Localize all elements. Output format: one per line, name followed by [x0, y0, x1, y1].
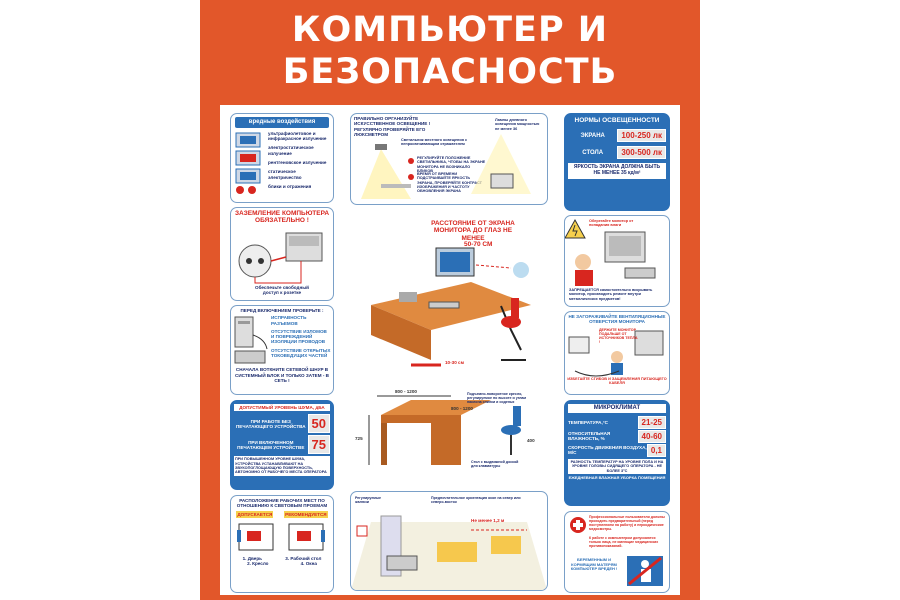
- legend-window: 4. Окна: [300, 561, 317, 567]
- room-layout-panel: РАСПОЛОЖЕНИЕ РАБОЧИХ МЕСТ ПО ОТНОШЕНИЮ К…: [230, 495, 334, 593]
- distance-value: 50-70 СМ: [464, 241, 493, 248]
- moisture-note: Оберегайте монитор от попадания влаги: [589, 219, 634, 228]
- medical-panel: Профессиональные пользователи должны про…: [564, 511, 670, 593]
- dim-width: 800 - 1200: [395, 389, 417, 394]
- screen-label: ЭКРАНА: [580, 132, 605, 139]
- allowed-label: ДОПУСКАЕТСЯ: [236, 510, 274, 518]
- noise-row2-label: ПРИ ВКЛЮЧЕННОМ ПЕЧАТАЮЩЕМ УСТРОЙСТВЕ: [237, 439, 305, 450]
- grounding-header: ЗАЗЕМЛЕНИЕ КОМПЬЮТЕРА ОБЯЗАТЕЛЬНО !: [234, 210, 330, 225]
- noise-footer: ПРИ ПОВЫШЕННОМ УРОВНЕ ШУМА, УСТРОЙСТВА У…: [234, 456, 330, 476]
- legend-chair: 2. Кресло: [247, 561, 269, 567]
- microclimate-cleaning: ЕЖЕДНЕВНАЯ ВЛАЖНАЯ УБОРКА ПОМЕЩЕНИЯ: [568, 474, 666, 480]
- check-item: ОТСУТСТВИЕ ИЗЛОМОВ И ПОВРЕЖДЕНИЙ ИЗОЛЯЦИ…: [271, 328, 327, 345]
- dim-depth: 800 - 1200: [451, 406, 473, 411]
- medical-admission-note: К работе с компьютером допускаются тольк…: [589, 536, 659, 549]
- workplace-illustration: [368, 247, 531, 465]
- office-illustration: [351, 515, 547, 590]
- dim-chair: 400: [527, 438, 535, 443]
- noise-panel: ДОПУСТИМЫЙ УРОВЕНЬ ШУМА, дБА ПРИ РАБОТЕ …: [230, 400, 334, 490]
- lighting-note-top: Лампы дневного освещения мощностью не ме…: [495, 118, 540, 131]
- check-before-header: ПЕРЕД ВКЛЮЧЕНИЕМ ПРОВЕРЬТЕ :: [240, 308, 324, 313]
- monitor-safety-panel: Оберегайте монитор от попадания влаги ЗА…: [564, 215, 670, 307]
- harmful-item: блики и отражения: [268, 183, 312, 189]
- dim-height: 725: [355, 436, 363, 441]
- system-unit-icon: [234, 316, 268, 364]
- ventilation-illustration: [568, 330, 664, 377]
- temperature-value: 21-25: [637, 415, 666, 429]
- noise-row1-label: ПРИ РАБОТЕ БЕЗ ПЕЧАТАЮЩЕГО УСТРОЙСТВА: [235, 418, 306, 429]
- check-before-panel: ПЕРЕД ВКЛЮЧЕНИЕМ ПРОВЕРЬТЕ : ИСПРАВНОСТЬ…: [230, 305, 334, 395]
- poster-board: вредные воздействия ультрафиолетовое и и…: [220, 105, 680, 595]
- medical-exam-note: Профессиональные пользователи должны про…: [589, 515, 665, 532]
- office-label-windows: Предпочтительное ориентация окон на севе…: [431, 496, 521, 505]
- harmful-item: ультрафиолетовое и инфракрасное излучени…: [268, 130, 327, 142]
- microclimate-footer: РАЗНОСТЬ ТЕМПЕРАТУР НА УРОВНЕ ПОЛА И НА …: [568, 458, 666, 474]
- recommended-label: РЕКОМЕНДУЕТСЯ: [284, 510, 328, 518]
- brightness-note: ЯРКОСТЬ ЭКРАНА ДОЛЖНА БЫТЬ НЕ МЕНЕЕ 35 к…: [568, 163, 666, 179]
- illumination-panel: НОРМЫ ОСВЕЩЕННОСТИ ЭКРАНА 100-250 лк СТО…: [564, 113, 670, 211]
- room-layout-header: РАСПОЛОЖЕНИЕ РАБОЧИХ МЕСТ ПО ОТНОШЕНИЮ К…: [236, 498, 328, 509]
- ventilation-panel: НЕ ЗАГОРАЖИВАЙТЕ ВЕНТИЛЯЦИОННЫЕ ОТВЕРСТИ…: [564, 311, 670, 395]
- socket-plug-illustration: [238, 232, 323, 284]
- repair-warning: ЗАПРЕЩАЕТСЯ самостоятельно вскрывать мон…: [569, 288, 653, 301]
- no-pregnant-icon: [627, 556, 663, 586]
- legend-door: 1. Дверь: [242, 555, 262, 561]
- check-before-footer: СНАЧАЛА ВОТКНИТЕ СЕТЕВОЙ ШНУР В СИСТЕМНЫ…: [235, 367, 329, 383]
- humidity-value: 40-60: [637, 429, 666, 443]
- office-panel: Регулируемые жалюзи Предпочтительное ори…: [350, 491, 548, 591]
- pregnant-warning: БЕРЕМЕННЫМ И КОРМЯЩИМ МАТЕРЯМ КОМПЬЮТЕР …: [570, 557, 618, 572]
- lighting-line1: ПРАВИЛЬНО ОРГАНИЗУЙТЕ ИСКУССТВЕННОЕ ОСВЕ…: [354, 116, 431, 127]
- lighting-line2: РЕГУЛЯРНО ПРОВЕРЯЙТЕ ЕГО ЛЮКСМЕТРОМ: [354, 126, 426, 137]
- humidity-label: ОТНОСИТЕЛЬНАЯ ВЛАЖНОСТЬ, %: [568, 431, 611, 442]
- air-speed-value: 0,1: [646, 443, 666, 457]
- office-label-blinds: Регулируемые жалюзи: [355, 496, 382, 505]
- lighting-panel: ПРАВИЛЬНО ОРГАНИЗУЙТЕ ИСКУССТВЕННОЕ ОСВЕ…: [350, 113, 548, 205]
- lighting-tip1: Светильник местного освещения с непросве…: [401, 138, 468, 147]
- desk-label: СТОЛА: [582, 149, 604, 156]
- lighting-illustration: [361, 134, 531, 199]
- noise-row1-value: 50: [307, 414, 330, 434]
- monitor-stack-icon: [235, 132, 261, 194]
- poster: КОМПЬЮТЕР И БЕЗОПАСНОСТЬ вредные воздейс…: [200, 0, 700, 600]
- harmful-item: электростатическое излучение: [268, 145, 314, 156]
- ventilation-header: НЕ ЗАГОРАЖИВАЙТЕ ВЕНТИЛЯЦИОННЫЕ ОТВЕРСТИ…: [568, 314, 666, 325]
- grounding-caption: Обеспечьте свободный доступ к розетке: [255, 284, 309, 296]
- room-layout-diagram: [237, 523, 325, 551]
- screen-value: 100-250 лк: [617, 129, 666, 142]
- cable-note: ИЗБЕГАЙТЕ СГИБОВ И ЗАЩЕМЛЕНИЯ ПИТАЮЩЕГО …: [567, 376, 667, 385]
- ventilation-note: ДЕРЖИТЕ МОНИТОР ПОДАЛЬШЕ ОТ ИСТОЧНИКОВ Т…: [599, 328, 638, 345]
- illumination-header: НОРМЫ ОСВЕЩЕННОСТИ: [574, 117, 660, 124]
- air-speed-label: СКОРОСТЬ ДВИЖЕНИЯ ВОЗДУХА, М/С: [568, 445, 647, 456]
- harmful-item: статическое электричество: [268, 169, 302, 180]
- check-item: ОТСУТСТВИЕ ОТКРЫТЫХ ТОКОВЕДУЩИХ ЧАСТЕЙ: [271, 347, 331, 358]
- workplace-panel: РАССТОЯНИЕ ОТ ЭКРАНА МОНИТОРА ДО ГЛАЗ НЕ…: [350, 209, 548, 487]
- chair-note: Подъемно-поворотное кресло, регулируемое…: [467, 392, 527, 405]
- harmful-item: рентгеновское излучение: [268, 160, 327, 166]
- microclimate-header: МИКРОКЛИМАТ: [568, 404, 666, 413]
- harmful-effects-header: вредные воздействия: [235, 117, 329, 128]
- check-item: ИСПРАВНОСТЬ РАЗЪЕМОВ: [271, 315, 307, 326]
- legend-desk: 3. Рабочий стол: [285, 555, 322, 561]
- medical-cross-icon: [570, 517, 586, 533]
- temperature-label: ТЕМПЕРАТУРА,°С: [568, 419, 608, 425]
- microclimate-panel: МИКРОКЛИМАТ ТЕМПЕРАТУРА,°С 21-25 ОТНОСИТ…: [564, 400, 670, 506]
- noise-header: ДОПУСТИМЫЙ УРОВЕНЬ ШУМА, дБА: [234, 404, 330, 412]
- distance-title: РАССТОЯНИЕ ОТ ЭКРАНА МОНИТОРА ДО ГЛАЗ НЕ…: [431, 220, 515, 242]
- lighting-tip2: РЕГУЛИРУЙТЕ ПОЛОЖЕНИЕ СВЕТИЛЬНИКА, ЧТОБЫ…: [417, 156, 486, 174]
- poster-title-line2: БЕЗОПАСНОСТЬ: [282, 52, 618, 92]
- monitor-safety-illustration: [565, 218, 656, 286]
- desk-value: 300-500 лк: [617, 146, 666, 159]
- poster-title-line1: КОМПЬЮТЕР И: [291, 10, 609, 50]
- noise-row2-value: 75: [307, 435, 330, 455]
- table-note: Стол с выдвижной доской для клавиатуры: [471, 460, 519, 469]
- harmful-effects-panel: вредные воздействия ультрафиолетовое и и…: [230, 113, 334, 203]
- grounding-panel: ЗАЗЕМЛЕНИЕ КОМПЬЮТЕРА ОБЯЗАТЕЛЬНО ! Обес…: [230, 207, 334, 301]
- lighting-tip3: ВРЕМЯ ОТ ВРЕМЕНИ ПОДСТРАИВАЙТЕ ЯРКОСТЬ Э…: [417, 172, 482, 194]
- knee-gap-label: 10-30 см: [445, 360, 464, 365]
- office-distance: Не менее 1,2 м: [471, 518, 505, 523]
